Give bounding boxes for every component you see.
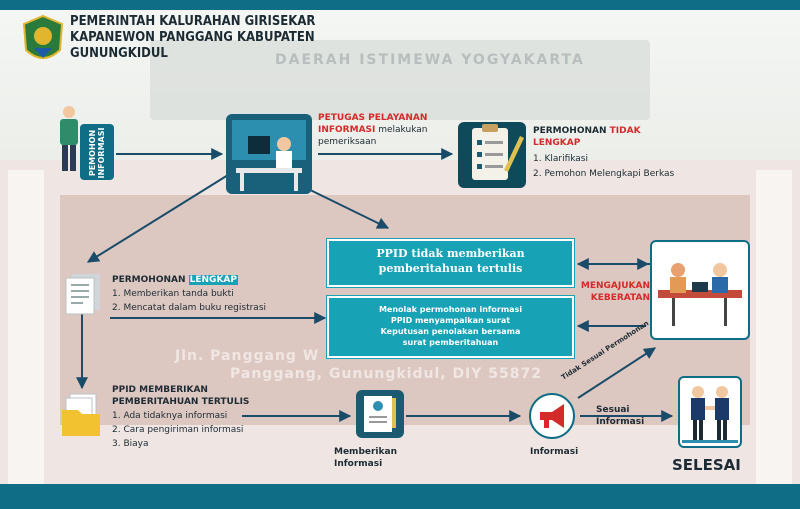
pemberitahuan-item1: 1. Ada tidaknya informasi bbox=[112, 411, 228, 421]
pemberitahuan-block: PPID MEMBERIKAN PEMBERITAHUAN TERTULIS 1… bbox=[112, 384, 252, 450]
tidak-lengkap-block: PERMOHONAN TIDAK LENGKAP 1. Klarifikasi … bbox=[533, 125, 703, 180]
background-region-text: DAERAH ISTIMEWA YOGYAKARTA bbox=[275, 52, 585, 68]
background-roof bbox=[150, 40, 650, 120]
pemohon-box: PEMOHON INFORMASI bbox=[80, 124, 114, 180]
meeting-icon bbox=[650, 240, 750, 340]
menolak-line4: surat pemberitahuan bbox=[402, 338, 499, 347]
petugas-line2-rest: melakukan bbox=[375, 125, 428, 135]
lengkap-block: PERMOHONAN LENGKAP 1. Memberikan tanda b… bbox=[112, 274, 312, 314]
clipboard-icon bbox=[458, 122, 526, 188]
header-title-line2: KAPANEWON PANGGANG KABUPATEN bbox=[70, 30, 315, 45]
lengkap-item1: 1. Memberikan tanda bukti bbox=[112, 289, 234, 299]
background-pillar-right bbox=[756, 170, 792, 484]
kabupaten-logo-icon bbox=[22, 14, 64, 68]
petugas-label: PETUGAS PELAYANAN INFORMASI melakukan pe… bbox=[318, 112, 458, 148]
petugas-line2-red: INFORMASI bbox=[318, 125, 376, 135]
id-document-icon bbox=[356, 390, 404, 438]
documents-icon bbox=[64, 272, 104, 316]
petugas-line3: pemeriksaan bbox=[318, 137, 377, 147]
ppid-tidak-memberikan-box: PPID tidak memberikan pemberitahuan tert… bbox=[327, 239, 574, 287]
lengkap-item2: 2. Mencatat dalam buku registrasi bbox=[112, 303, 267, 313]
tidak-lengkap-item2: 2. Pemohon Melengkapi Berkas bbox=[533, 169, 675, 179]
menolak-line3: Keputusan penolakan bersama bbox=[380, 327, 521, 336]
keberatan-label: MENGAJUKAN KEBERATAN bbox=[580, 280, 650, 304]
selesai-label: SELESAI bbox=[672, 456, 741, 474]
ppid-tidak-line2: pemberitahuan tertulis bbox=[378, 262, 523, 275]
background-address-line1: Jln. Panggang W bbox=[175, 348, 320, 364]
keberatan-line1: MENGAJUKAN bbox=[580, 281, 650, 291]
header-title: PEMERINTAH KALURAHAN GIRISEKAR KAPANEWON… bbox=[70, 14, 315, 62]
folder-documents-icon bbox=[60, 392, 102, 438]
tidak-lengkap-title-a: PERMOHONAN bbox=[533, 126, 610, 136]
background-pillar-left bbox=[8, 170, 44, 484]
pemohon-label: PEMOHON INFORMASI bbox=[88, 127, 106, 179]
header-title-line1: PEMERINTAH KALURAHAN GIRISEKAR bbox=[70, 14, 316, 29]
megaphone-icon bbox=[528, 392, 576, 440]
sesuai-informasi-label: Sesuai Informasi bbox=[596, 405, 645, 427]
pemohon-person-icon bbox=[56, 104, 82, 174]
pemberitahuan-item3: 3. Biaya bbox=[112, 439, 149, 449]
pemberitahuan-title2: PEMBERITAHUAN TERTULIS bbox=[112, 397, 250, 407]
tidak-lengkap-title-b: TIDAK bbox=[609, 126, 641, 136]
menolak-line1: Menolak permohonan informasi bbox=[378, 305, 523, 314]
handshake-icon bbox=[678, 376, 742, 448]
tidak-lengkap-title-c: LENGKAP bbox=[533, 138, 581, 148]
lengkap-title-b: LENGKAP bbox=[188, 275, 238, 285]
pemberitahuan-title1: PPID MEMBERIKAN bbox=[112, 385, 208, 395]
memberikan-informasi-label: Memberikan Informasi bbox=[334, 447, 397, 469]
petugas-line1: PETUGAS PELAYANAN bbox=[318, 113, 428, 123]
top-band bbox=[0, 0, 800, 10]
informasi-label: Informasi bbox=[530, 447, 579, 457]
menolak-box: Menolak permohonan informasi PPID menyam… bbox=[327, 296, 574, 358]
ppid-tidak-line1: PPID tidak memberikan bbox=[376, 247, 525, 260]
header-title-line3: GUNUNGKIDUL bbox=[70, 46, 168, 61]
keberatan-line2: KEBERATAN bbox=[590, 293, 650, 303]
lengkap-title-a: PERMOHONAN bbox=[112, 275, 189, 285]
background-address-line2: Panggang, Gunungkidul, DIY 55872 bbox=[230, 366, 542, 382]
petugas-desk-icon bbox=[226, 114, 312, 194]
bottom-band bbox=[0, 484, 800, 509]
pemberitahuan-item2: 2. Cara pengiriman informasi bbox=[112, 425, 244, 435]
menolak-line2: PPID menyampaikan surat bbox=[390, 316, 511, 325]
tidak-lengkap-item1: 1. Klarifikasi bbox=[533, 154, 588, 164]
